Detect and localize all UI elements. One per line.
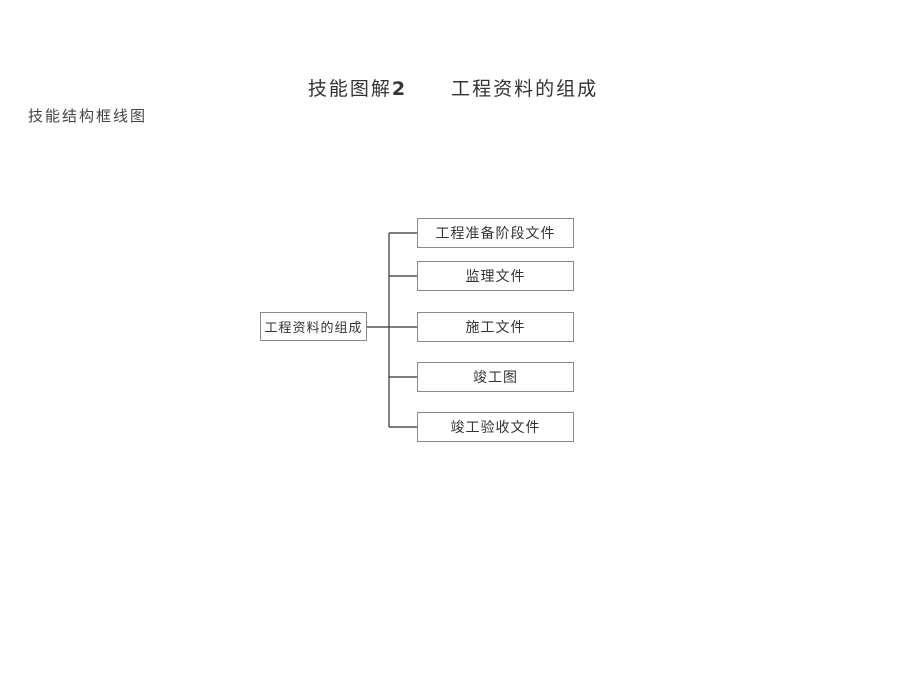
child-node-as-built-drawings: 竣工图 [417, 362, 574, 392]
title-prefix: 技能图解 [307, 78, 392, 100]
title-subject: 工程资料的组成 [451, 78, 599, 100]
title-number: 2 [391, 78, 408, 100]
root-node: 工程资料的组成 [260, 312, 367, 341]
child-node-acceptance-docs: 竣工验收文件 [417, 412, 574, 442]
child-node-supervision-docs: 监理文件 [417, 261, 574, 291]
child-node-preparation-docs: 工程准备阶段文件 [417, 218, 574, 248]
child-node-construction-docs: 施工文件 [417, 312, 574, 342]
section-label: 技能结构框线图 [28, 107, 148, 125]
page-title: 技能图解2 工程资料的组成 [0, 74, 906, 101]
